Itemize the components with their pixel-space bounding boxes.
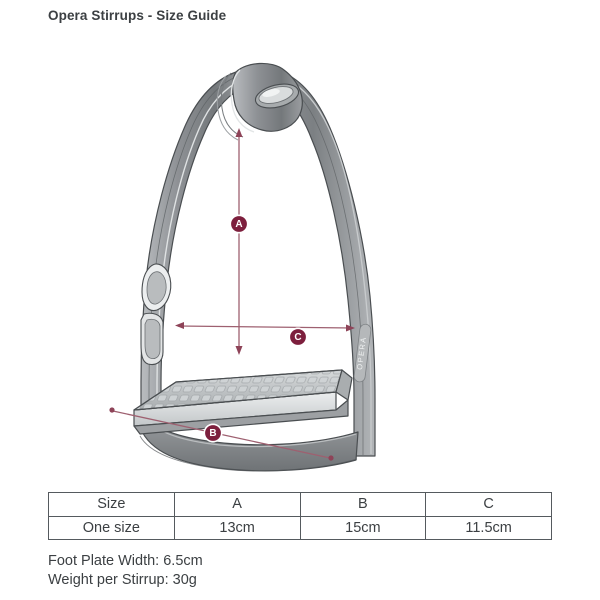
dimension-badge-b-label: B xyxy=(209,428,216,439)
cell-b: 15cm xyxy=(299,516,427,540)
crown-shade xyxy=(220,72,244,138)
size-guide-table: Size A B C One size 13cm 15cm 11.5cm xyxy=(48,492,552,540)
column-header-a: A xyxy=(173,492,301,517)
dimension-arrow-a-bottom xyxy=(235,346,243,355)
branch-cutout-lower-inner xyxy=(144,318,161,359)
dimension-arrow-a-top xyxy=(235,128,243,137)
base-shade xyxy=(139,435,358,472)
dimension-badge-a-label: A xyxy=(235,219,242,230)
column-header-size: Size xyxy=(48,492,175,517)
page-title: Opera Stirrups - Size Guide xyxy=(48,8,227,23)
dimension-arrow-b-left xyxy=(109,407,115,413)
stirrup-size-diagram: OPERA xyxy=(0,52,600,482)
stirrup-body xyxy=(133,62,376,472)
note-foot-plate-width: Foot Plate Width: 6.5cm xyxy=(48,553,203,569)
cell-a: 13cm xyxy=(173,516,301,540)
dimension-badge-b: B xyxy=(203,423,223,443)
right-branch-highlight xyxy=(286,78,372,454)
branch-cutout-upper-inner xyxy=(146,271,167,305)
dimension-badge-c: C xyxy=(288,327,308,347)
table-row: One size 13cm 15cm 11.5cm xyxy=(48,516,552,540)
note-weight-per-stirrup: Weight per Stirrup: 30g xyxy=(48,572,197,588)
footplate-end-cap xyxy=(335,369,353,401)
crown-shade-2 xyxy=(216,75,239,141)
dimension-line-c xyxy=(177,325,353,329)
dimension-badge-a: A xyxy=(229,214,249,234)
spec-notes: Foot Plate Width: 6.5cm Weight per Stirr… xyxy=(48,552,203,590)
brand-emboss: OPERA xyxy=(353,323,372,383)
column-header-b: B xyxy=(299,492,427,517)
footplate-tread-texture xyxy=(134,370,342,410)
brand-emboss-plate xyxy=(353,323,372,383)
stirrup-base xyxy=(138,415,359,472)
column-header-c: C xyxy=(425,492,552,517)
dimension-badges: A C B xyxy=(203,214,308,443)
brand-emboss-label: OPERA xyxy=(355,336,368,371)
dimension-arrow-c-right xyxy=(346,324,355,332)
table-header-row: Size A B C xyxy=(48,492,552,517)
right-branch xyxy=(271,71,376,457)
cell-size: One size xyxy=(48,516,175,540)
dimension-arrow-b-right xyxy=(328,455,334,461)
leather-slot-glint xyxy=(262,89,280,97)
crown-highlight xyxy=(230,69,255,133)
stirrup-illustration: OPERA xyxy=(109,62,376,472)
footplate-lip xyxy=(133,399,349,435)
dimension-badge-c-label: C xyxy=(294,332,301,343)
cell-c: 11.5cm xyxy=(425,516,552,540)
dimension-arrow-c-left xyxy=(175,322,184,329)
